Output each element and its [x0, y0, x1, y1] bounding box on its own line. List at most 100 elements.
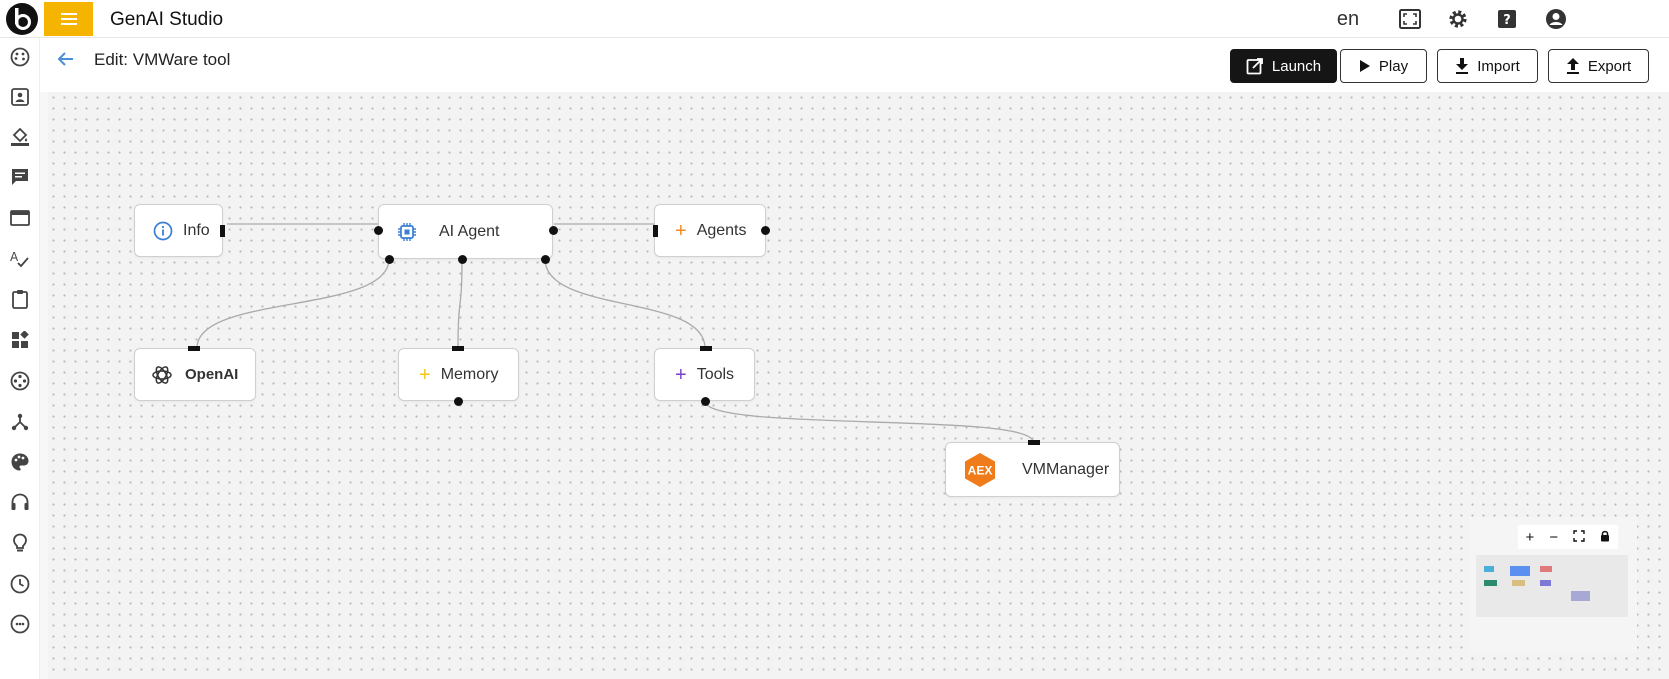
- launch-button[interactable]: Launch: [1230, 49, 1337, 83]
- node-ai-agent-input-handle[interactable]: [374, 226, 383, 235]
- minimap-node-ai-agent: [1510, 566, 1530, 576]
- minimap-controls: + −: [1518, 525, 1618, 549]
- minimap-node-vmmanager: [1571, 591, 1590, 601]
- widgets-icon[interactable]: [9, 329, 31, 351]
- spellcheck-icon[interactable]: A: [9, 248, 31, 270]
- minimap-viewport: [1476, 555, 1628, 617]
- aex-logo-text: AEX: [968, 463, 993, 477]
- node-ai-agent-model-handle[interactable]: [385, 255, 394, 264]
- flow-canvas[interactable]: Info AI Agent + Agents: [48, 92, 1669, 679]
- node-openai[interactable]: OpenAI: [134, 346, 256, 401]
- palette-dots-icon[interactable]: [9, 46, 31, 68]
- node-info-output-handle[interactable]: [220, 225, 225, 237]
- main-area: Edit: VMWare tool Launch Play Import Exp…: [40, 38, 1669, 679]
- node-memory-label: Memory: [440, 365, 499, 383]
- minimap-node-memory: [1512, 580, 1525, 586]
- clock-icon[interactable]: [9, 573, 31, 595]
- more-icon[interactable]: [9, 613, 31, 635]
- play-button[interactable]: Play: [1340, 49, 1427, 83]
- node-tools-input-handle[interactable]: [700, 346, 712, 351]
- film-reel-icon[interactable]: [9, 370, 31, 392]
- node-memory-input-handle[interactable]: [452, 346, 464, 351]
- page-title: Edit: VMWare tool: [94, 50, 231, 69]
- import-label: Import: [1477, 57, 1520, 75]
- language-selector[interactable]: en: [1336, 8, 1360, 30]
- openai-logo-icon: [152, 365, 172, 384]
- node-openai-label: OpenAI: [185, 366, 239, 383]
- node-openai-input-handle[interactable]: [188, 346, 200, 351]
- launch-label: Launch: [1271, 57, 1322, 75]
- hamburger-menu-button[interactable]: [44, 2, 93, 36]
- node-ai-agent-memory-handle[interactable]: [458, 255, 467, 264]
- zoom-out-icon[interactable]: −: [1549, 528, 1559, 546]
- plus-icon: +: [419, 363, 431, 386]
- zoom-in-icon[interactable]: +: [1525, 528, 1535, 546]
- node-memory[interactable]: + Memory: [398, 346, 519, 406]
- node-ai-agent-label: AI Agent: [439, 222, 500, 240]
- minimap[interactable]: + −: [1470, 517, 1637, 653]
- settings-gear-icon[interactable]: [1446, 7, 1470, 31]
- hamburger-icon: [60, 13, 77, 25]
- paint-bucket-icon[interactable]: [9, 126, 31, 148]
- node-ai-agent-tools-handle[interactable]: [541, 255, 550, 264]
- export-button[interactable]: Export: [1548, 49, 1649, 83]
- node-vmmanager-input-handle[interactable]: [1028, 440, 1040, 445]
- download-icon: [1456, 58, 1469, 74]
- aex-logo-icon: AEX: [965, 452, 995, 487]
- chip-icon: [398, 222, 416, 241]
- node-memory-output-handle[interactable]: [454, 397, 463, 406]
- fit-view-icon[interactable]: [1573, 529, 1585, 546]
- node-vmmanager-label: VMManager: [1022, 460, 1110, 478]
- hierarchy-icon[interactable]: [9, 411, 31, 433]
- clipboard-icon[interactable]: [9, 288, 31, 310]
- node-agents[interactable]: + Agents: [653, 204, 770, 257]
- contact-card-icon[interactable]: [9, 86, 31, 108]
- app-logo-icon[interactable]: [6, 3, 38, 35]
- minimap-node-info: [1484, 566, 1494, 572]
- back-arrow-icon[interactable]: [54, 48, 76, 70]
- app-title: GenAI Studio: [110, 9, 224, 30]
- import-button[interactable]: Import: [1437, 49, 1538, 83]
- node-info[interactable]: Info: [134, 204, 225, 257]
- node-ai-agent-output-handle[interactable]: [549, 226, 558, 235]
- node-agents-input-handle[interactable]: [653, 225, 658, 237]
- play-icon: [1359, 60, 1370, 72]
- node-agents-output-handle[interactable]: [761, 226, 770, 235]
- node-info-label: Info: [183, 221, 210, 239]
- account-icon[interactable]: [1544, 7, 1568, 31]
- editor-header: Edit: VMWare tool Launch Play Import Exp…: [40, 38, 1669, 92]
- play-label: Play: [1378, 57, 1409, 75]
- edge-agent-tools: [544, 258, 706, 349]
- node-vmmanager[interactable]: AEX VMManager: [945, 440, 1120, 497]
- edge-agent-openai: [196, 258, 390, 349]
- minimap-node-openai: [1484, 580, 1497, 586]
- edge-agent-memory: [457, 258, 463, 349]
- top-bar: GenAI Studio en ?: [0, 0, 1669, 38]
- flow-edges: [196, 223, 1034, 443]
- chat-icon[interactable]: [9, 166, 31, 188]
- plus-icon: +: [675, 219, 687, 242]
- node-agents-label: Agents: [696, 221, 747, 239]
- launch-icon: [1246, 58, 1263, 75]
- node-tools-label: Tools: [696, 365, 735, 383]
- info-icon: [153, 221, 173, 240]
- lock-icon[interactable]: [1600, 529, 1610, 546]
- svg-text:A: A: [10, 250, 19, 264]
- help-icon[interactable]: ?: [1495, 7, 1519, 31]
- fullscreen-icon[interactable]: [1398, 7, 1422, 31]
- minimap-node-tools: [1540, 580, 1551, 586]
- node-ai-agent[interactable]: AI Agent: [374, 204, 558, 264]
- minimap-node-agents: [1540, 566, 1552, 572]
- svg-text:?: ?: [1503, 13, 1511, 28]
- lightbulb-icon[interactable]: [9, 532, 31, 554]
- node-tools-output-handle[interactable]: [701, 397, 710, 406]
- plus-icon: +: [675, 363, 687, 386]
- edge-tools-vmmanager: [704, 400, 1034, 443]
- window-icon[interactable]: [9, 207, 31, 229]
- left-sidebar: A: [0, 38, 40, 679]
- palette-icon[interactable]: [9, 451, 31, 473]
- node-tools[interactable]: + Tools: [654, 346, 755, 406]
- export-label: Export: [1587, 57, 1632, 75]
- upload-icon: [1566, 58, 1579, 74]
- headset-icon[interactable]: [9, 491, 31, 513]
